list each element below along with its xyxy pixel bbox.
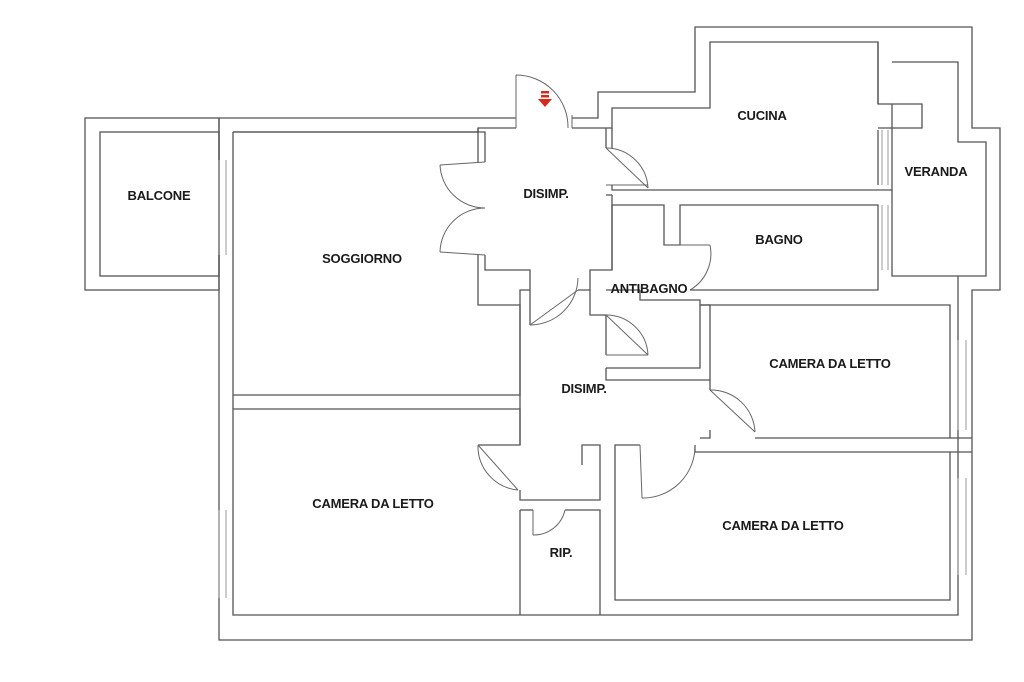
kitchen-walls xyxy=(611,42,893,191)
bedroom-upper-walls xyxy=(700,304,967,439)
outer-walls xyxy=(218,26,1001,641)
entrance-arrow-icon xyxy=(538,91,552,107)
room-label-balcone: BALCONE xyxy=(128,188,191,203)
room-label-antibagno: ANTIBAGNO xyxy=(611,281,688,296)
living-room-walls xyxy=(233,131,521,446)
west-windows xyxy=(218,160,227,598)
bathroom-walls xyxy=(606,204,879,369)
doors xyxy=(439,74,756,536)
room-label-soggiorno: SOGGIORNO xyxy=(322,251,402,266)
room-label-camera-1: CAMERA DA LETTO xyxy=(769,356,891,371)
hallway-walls xyxy=(477,128,711,501)
room-label-cucina: CUCINA xyxy=(737,108,787,123)
veranda-walls xyxy=(878,61,987,290)
balcony-walls xyxy=(84,117,220,291)
room-label-disimp-upper: DISIMP. xyxy=(523,186,568,201)
bedroom-lower-walls xyxy=(614,437,972,601)
room-labels: BALCONE SOGGIORNO DISIMP. CUCINA VERANDA… xyxy=(128,108,969,560)
room-label-bagno: BAGNO xyxy=(755,232,802,247)
room-label-disimp-lower: DISIMP. xyxy=(561,381,606,396)
storage-walls xyxy=(519,509,601,615)
room-label-camera-2: CAMERA DA LETTO xyxy=(312,496,434,511)
room-label-camera-3: CAMERA DA LETTO xyxy=(722,518,844,533)
room-label-rip: RIP. xyxy=(550,545,573,560)
room-label-veranda: VERANDA xyxy=(905,164,969,179)
